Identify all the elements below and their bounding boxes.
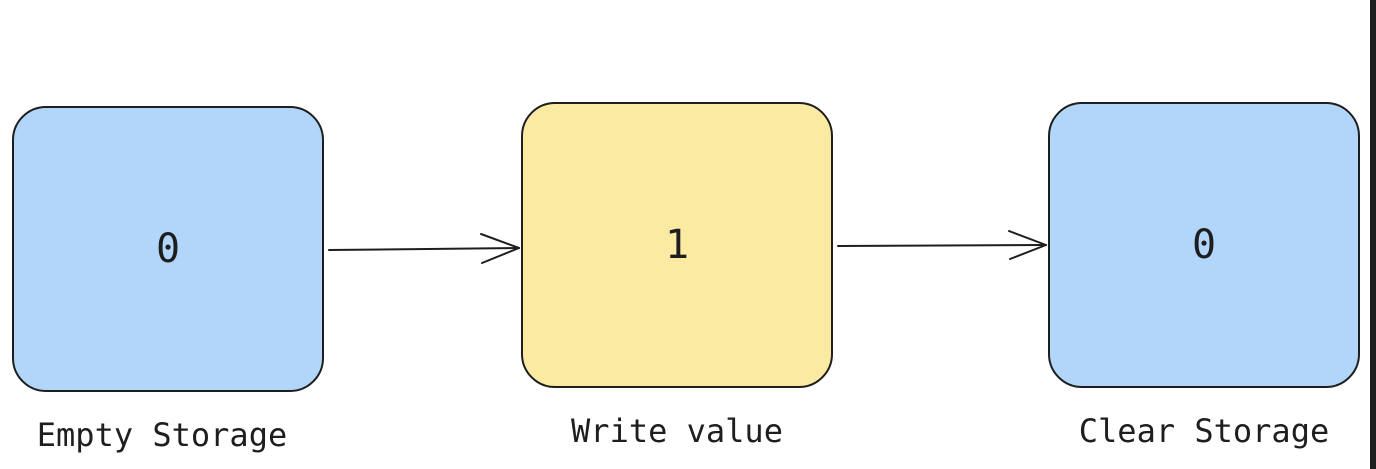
- clear-storage-caption: Clear Storage: [1078, 412, 1330, 450]
- right-edge-bar: [1370, 0, 1376, 469]
- empty-storage-caption: Empty Storage: [36, 416, 288, 454]
- arrow-write-to-clear: [837, 230, 1047, 260]
- write-value-value: 1: [664, 222, 690, 268]
- write-value-box: 1: [521, 102, 833, 388]
- clear-storage-value: 0: [1191, 222, 1217, 268]
- write-value-caption: Write value: [571, 412, 783, 450]
- empty-storage-value: 0: [155, 226, 181, 272]
- clear-storage-box: 0: [1048, 102, 1360, 388]
- arrow-empty-to-write: [328, 233, 520, 264]
- empty-storage-box: 0: [12, 106, 324, 392]
